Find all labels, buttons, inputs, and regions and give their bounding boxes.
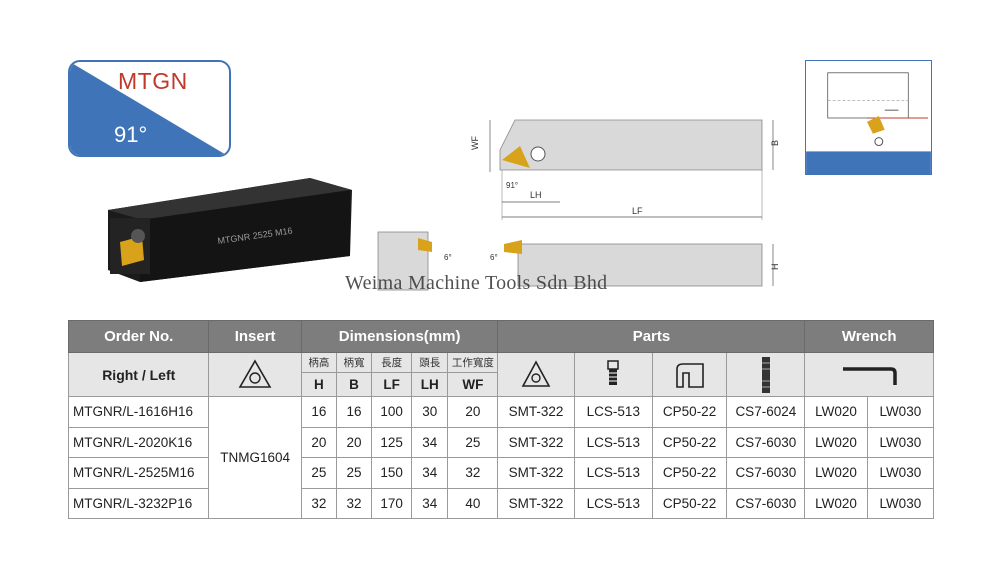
- label-lh: LH: [530, 190, 542, 200]
- pin-icon: [761, 356, 770, 393]
- wrench-1: LW020: [804, 396, 868, 428]
- dim-wf: 25: [447, 426, 499, 458]
- dim-code-b: B: [335, 372, 373, 397]
- header-wrench: Wrench: [804, 320, 934, 353]
- part-shim: SMT-322: [497, 426, 575, 458]
- insert-value: TNMG1604: [208, 396, 302, 519]
- label-wf: WF: [470, 136, 480, 150]
- label-clearance-left: 6°: [444, 253, 452, 262]
- wrench-1: LW020: [804, 457, 868, 489]
- wrench-2: LW030: [866, 487, 935, 519]
- triangle-insert-icon: [238, 358, 272, 388]
- label-b: B: [770, 140, 780, 146]
- header-order-no: Order No.: [67, 320, 210, 353]
- dim-cn-h: 柄高: [300, 352, 337, 373]
- label-angle: 91°: [506, 181, 518, 190]
- badge-background: [70, 62, 227, 155]
- parts-shim-cell: [497, 352, 575, 397]
- dim-code-h: H: [300, 372, 337, 397]
- insert-icon: [521, 359, 551, 387]
- table-row: MTGNR/L-3232P16 32 32 170 34 40 SMT-322 …: [67, 487, 935, 519]
- part-pin: CS7-6030: [726, 487, 806, 519]
- part-screw: LCS-513: [573, 487, 653, 519]
- part-screw: LCS-513: [573, 426, 653, 458]
- specification-table: Order No. Insert Dimensions(mm) Parts Wr…: [67, 320, 935, 519]
- part-pin: CS7-6030: [726, 426, 806, 458]
- label-clearance-right: 6°: [490, 253, 498, 262]
- dim-h: 16: [300, 396, 337, 428]
- table-row: MTGNR/L-2525M16 25 25 150 34 32 SMT-322 …: [67, 457, 935, 489]
- application-diagram: [805, 60, 932, 175]
- part-clamp: CP50-22: [651, 457, 728, 489]
- dim-b: 20: [335, 426, 373, 458]
- order-no: MTGNR/L-1616H16: [67, 396, 210, 428]
- dim-lf: 125: [371, 426, 413, 458]
- part-clamp: CP50-22: [651, 396, 728, 428]
- dim-cn-b: 柄寬: [335, 352, 373, 373]
- table-row: MTGNR/L-1616H16 TNMG1604 16 16 100 30 20…: [67, 396, 935, 519]
- dim-lh: 34: [411, 426, 449, 458]
- wrench-cell: [804, 352, 934, 397]
- wrench-1: LW020: [804, 487, 868, 519]
- screw-icon: [607, 359, 620, 385]
- clamp-icon: [675, 362, 704, 388]
- dim-cn-wf: 工作寬度: [447, 352, 499, 373]
- parts-screw-cell: [573, 352, 653, 397]
- dim-h: 25: [300, 457, 337, 489]
- dimension-drawing: WF B LH LF 91° 6° 6° H: [377, 119, 780, 291]
- tool-type-badge: MTGN 91°: [68, 60, 231, 157]
- wrench-1: LW020: [804, 426, 868, 458]
- parts-pin-cell: [726, 352, 806, 397]
- dim-code-lh: LH: [411, 372, 449, 397]
- dim-lh: 34: [411, 487, 449, 519]
- insert-shape-cell: [208, 352, 302, 397]
- wrench-2: LW030: [866, 426, 935, 458]
- tool-holder-image: MTGNR 2525 M16: [108, 178, 352, 282]
- dim-wf: 20: [447, 396, 499, 428]
- watermark-text: Weima Machine Tools Sdn Bhd: [345, 272, 608, 294]
- dim-cn-lf: 長度: [371, 352, 413, 373]
- dim-b: 16: [335, 396, 373, 428]
- dim-code-wf: WF: [447, 372, 499, 397]
- part-shim: SMT-322: [497, 487, 575, 519]
- order-no: MTGNR/L-2020K16: [67, 426, 210, 458]
- wrench-2: LW030: [866, 457, 935, 489]
- order-no: MTGNR/L-3232P16: [67, 487, 210, 519]
- dim-h: 32: [300, 487, 337, 519]
- parts-clamp-cell: [651, 352, 728, 397]
- part-clamp: CP50-22: [651, 487, 728, 519]
- dim-wf: 32: [447, 457, 499, 489]
- table-row: MTGNR/L-2020K16 20 20 125 34 25 SMT-322 …: [67, 426, 935, 458]
- badge-angle: 91°: [114, 122, 148, 147]
- part-clamp: CP50-22: [651, 426, 728, 458]
- dim-lh: 34: [411, 457, 449, 489]
- part-screw: LCS-513: [573, 457, 653, 489]
- header-parts: Parts: [497, 320, 806, 353]
- dim-lh: 30: [411, 396, 449, 428]
- wrench-2: LW030: [866, 396, 935, 428]
- right-left-label: Right / Left: [67, 352, 210, 397]
- order-no: MTGNR/L-2525M16: [67, 457, 210, 489]
- dim-lf: 170: [371, 487, 413, 519]
- dim-lf: 150: [371, 457, 413, 489]
- dim-wf: 40: [447, 487, 499, 519]
- wrench-icon: [843, 366, 897, 385]
- dim-cn-lh: 頭長: [411, 352, 449, 373]
- label-h: H: [770, 264, 780, 271]
- header-insert: Insert: [208, 320, 302, 353]
- part-shim: SMT-322: [497, 457, 575, 489]
- dim-b: 32: [335, 487, 373, 519]
- dim-h: 20: [300, 426, 337, 458]
- part-screw: LCS-513: [573, 396, 653, 428]
- part-shim: SMT-322: [497, 396, 575, 428]
- part-pin: CS7-6030: [726, 457, 806, 489]
- badge-name: MTGN: [118, 68, 188, 94]
- label-lf: LF: [632, 206, 643, 216]
- dim-b: 25: [335, 457, 373, 489]
- header-dimensions: Dimensions(mm): [300, 320, 499, 353]
- part-pin: CS7-6024: [726, 396, 806, 428]
- dim-lf: 100: [371, 396, 413, 428]
- dim-code-lf: LF: [371, 372, 413, 397]
